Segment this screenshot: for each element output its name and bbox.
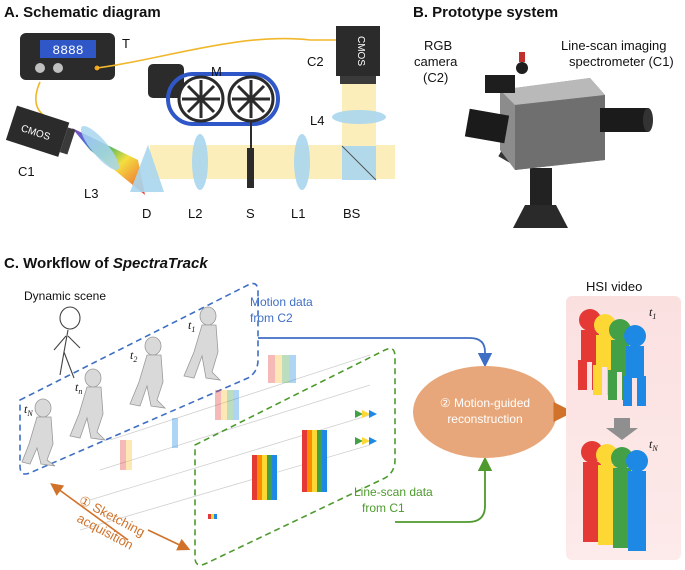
hsi-video-title: HSI video <box>586 279 642 294</box>
tn-label: tn <box>75 380 82 396</box>
faded-ghost-figures <box>120 355 296 470</box>
label-L4: L4 <box>310 113 324 128</box>
label-D: D <box>142 206 151 221</box>
label-L1: L1 <box>291 206 305 221</box>
panel-b-title: B. Prototype system <box>413 4 558 21</box>
c2-cmos-text: CMOS <box>355 36 366 66</box>
hsi-figures-t1 <box>578 309 646 406</box>
display-digits: 8888 <box>52 43 83 58</box>
sketch-figure <box>53 306 81 379</box>
rgb-camera-label-2: camera <box>414 54 458 69</box>
lens-L2 <box>192 134 208 190</box>
motion-data-label-1: Motion data <box>250 295 313 309</box>
tN-label: tN <box>24 402 33 418</box>
label-L3: L3 <box>84 186 98 201</box>
spectrometer-label-2: spectrometer (C1) <box>569 54 674 69</box>
camera-c1: CMOS <box>5 105 76 157</box>
label-C1: C1 <box>18 164 35 179</box>
hsi-tN-label: tN <box>649 437 658 453</box>
panel-c-title: C. Workflow of SpectraTrack <box>4 255 208 272</box>
lens-L3 <box>80 125 120 171</box>
motion-data-arrow <box>258 337 493 368</box>
recon-label-2: reconstruction <box>447 412 522 426</box>
beam-splitter <box>341 145 377 181</box>
recon-label-1: ② Motion-guided <box>440 396 530 410</box>
sketch-arrow-down <box>147 529 191 551</box>
motor-M <box>148 64 280 148</box>
rgb-camera-label-1: RGB <box>424 38 452 53</box>
linescan-label-1: Line-scan data <box>354 485 433 499</box>
hsi-t1-label: t1 <box>649 305 656 321</box>
label-C2: C2 <box>307 54 324 69</box>
trigger-device: 8888 <box>20 33 115 80</box>
prism-D <box>130 145 164 192</box>
spectrometer-label-1: Line-scan imaging <box>561 38 667 53</box>
spectral-slices <box>208 410 377 519</box>
walking-figures <box>21 306 222 467</box>
cable-to-c2 <box>96 37 352 69</box>
linescan-frame <box>194 347 396 566</box>
t2-label: t2 <box>130 348 137 364</box>
label-T: T <box>122 36 130 51</box>
t1-label: t1 <box>188 318 195 334</box>
motion-data-label-2: from C2 <box>250 311 293 325</box>
camera-c2: CMOS <box>336 26 380 84</box>
dynamic-scene-label: Dynamic scene <box>24 289 106 303</box>
hsi-down-arrow <box>606 418 638 440</box>
motion-capture-frame <box>19 282 259 475</box>
lens-L1 <box>294 134 310 190</box>
label-BS: BS <box>343 206 361 221</box>
label-L2: L2 <box>188 206 202 221</box>
hsi-figures-tN <box>581 441 648 551</box>
linescan-arrow <box>395 456 493 523</box>
slit-S <box>247 148 254 188</box>
sketch-arrow-up <box>50 483 129 541</box>
rgb-camera-label-3: (C2) <box>423 70 448 85</box>
label-M: M <box>211 64 222 79</box>
label-S: S <box>246 206 255 221</box>
prototype-photo <box>464 52 653 228</box>
lens-L4 <box>332 110 386 124</box>
linescan-label-2: from C1 <box>362 501 405 515</box>
panel-a-title: A. Schematic diagram <box>4 4 161 21</box>
reconstruction-node <box>413 366 557 458</box>
